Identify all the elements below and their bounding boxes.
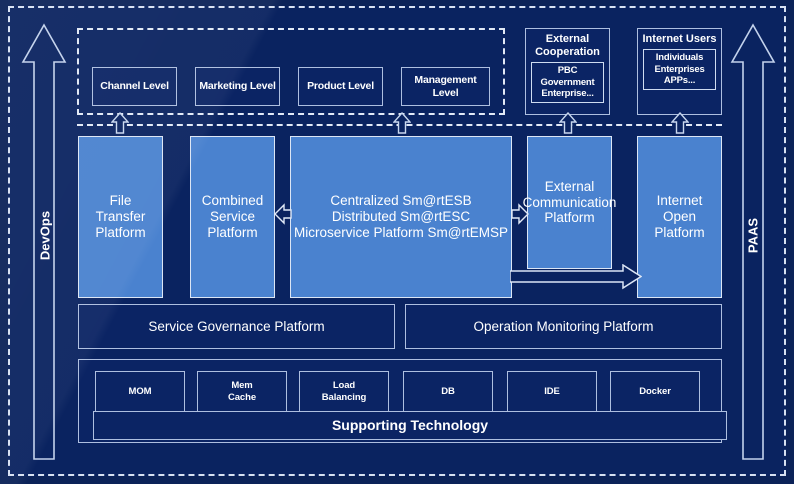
paas-rail-arrow — [729, 22, 777, 462]
paas-rail-label: PAAS — [745, 217, 761, 254]
internet-users-title: Internet Users — [642, 33, 717, 45]
platform-box-esb-esc-emsp[interactable]: Centralized Sm@rtESB Distributed Sm@rtES… — [290, 136, 512, 298]
arrow-esb-to-combined-service — [274, 201, 292, 227]
up-arrow-external-cooperation — [559, 112, 577, 134]
platform-box-file-transfer[interactable]: File Transfer Platform — [78, 136, 163, 298]
tech-box-ide[interactable]: IDE — [507, 371, 597, 412]
supporting-technology-bar[interactable]: Supporting Technology — [93, 411, 727, 440]
level-label-product: Product Level — [307, 80, 374, 93]
internet-users-detail: Individuals Enterprises APPs... — [643, 48, 716, 90]
up-arrow-channel — [111, 112, 129, 134]
devops-rail-label: DevOps — [37, 210, 53, 261]
external-cooperation-detail: PBC Government Enterprise... — [531, 61, 604, 103]
tech-box-mem-cache[interactable]: Mem Cache — [197, 371, 287, 412]
platform-box-external-communication[interactable]: External Communication Platform — [523, 136, 616, 269]
supporting-technology-label: Supporting Technology — [331, 417, 489, 434]
service-governance-label: Service Governance Platform — [148, 318, 325, 334]
level-label-management: Management Level — [414, 74, 477, 99]
external-cooperation-group[interactable]: External Cooperation PBC Government Ente… — [525, 28, 610, 115]
operation-monitoring-label: Operation Monitoring Platform — [473, 318, 654, 334]
tech-box-load-balancing[interactable]: Load Balancing — [299, 371, 389, 412]
up-arrow-management — [393, 112, 411, 134]
arrow-esb-to-internet-open-platform — [510, 264, 642, 290]
tech-box-mom[interactable]: MOM — [95, 371, 185, 412]
management-box-service-governance[interactable]: Service Governance Platform — [78, 304, 395, 349]
devops-rail-arrow — [20, 22, 68, 462]
tech-box-db[interactable]: DB — [403, 371, 493, 412]
platform-box-internet-open[interactable]: Internet Open Platform — [637, 136, 722, 298]
level-box-marketing[interactable]: Marketing Level — [195, 67, 280, 106]
internet-users-group[interactable]: Internet Users Individuals Enterprises A… — [637, 28, 722, 115]
up-arrow-internet-users — [671, 112, 689, 134]
platform-box-combined-service[interactable]: Combined Service Platform — [190, 136, 275, 298]
arrow-esb-to-external-communication — [511, 201, 529, 227]
level-label-channel: Channel Level — [100, 80, 169, 93]
tech-box-docker[interactable]: Docker — [610, 371, 700, 412]
level-box-management[interactable]: Management Level — [401, 67, 490, 106]
levels-dashed-group — [77, 28, 505, 115]
management-box-operation-monitoring[interactable]: Operation Monitoring Platform — [405, 304, 722, 349]
external-cooperation-title: External Cooperation — [535, 33, 600, 58]
level-box-channel[interactable]: Channel Level — [92, 67, 177, 106]
level-label-marketing: Marketing Level — [199, 80, 276, 93]
level-box-product[interactable]: Product Level — [298, 67, 383, 106]
